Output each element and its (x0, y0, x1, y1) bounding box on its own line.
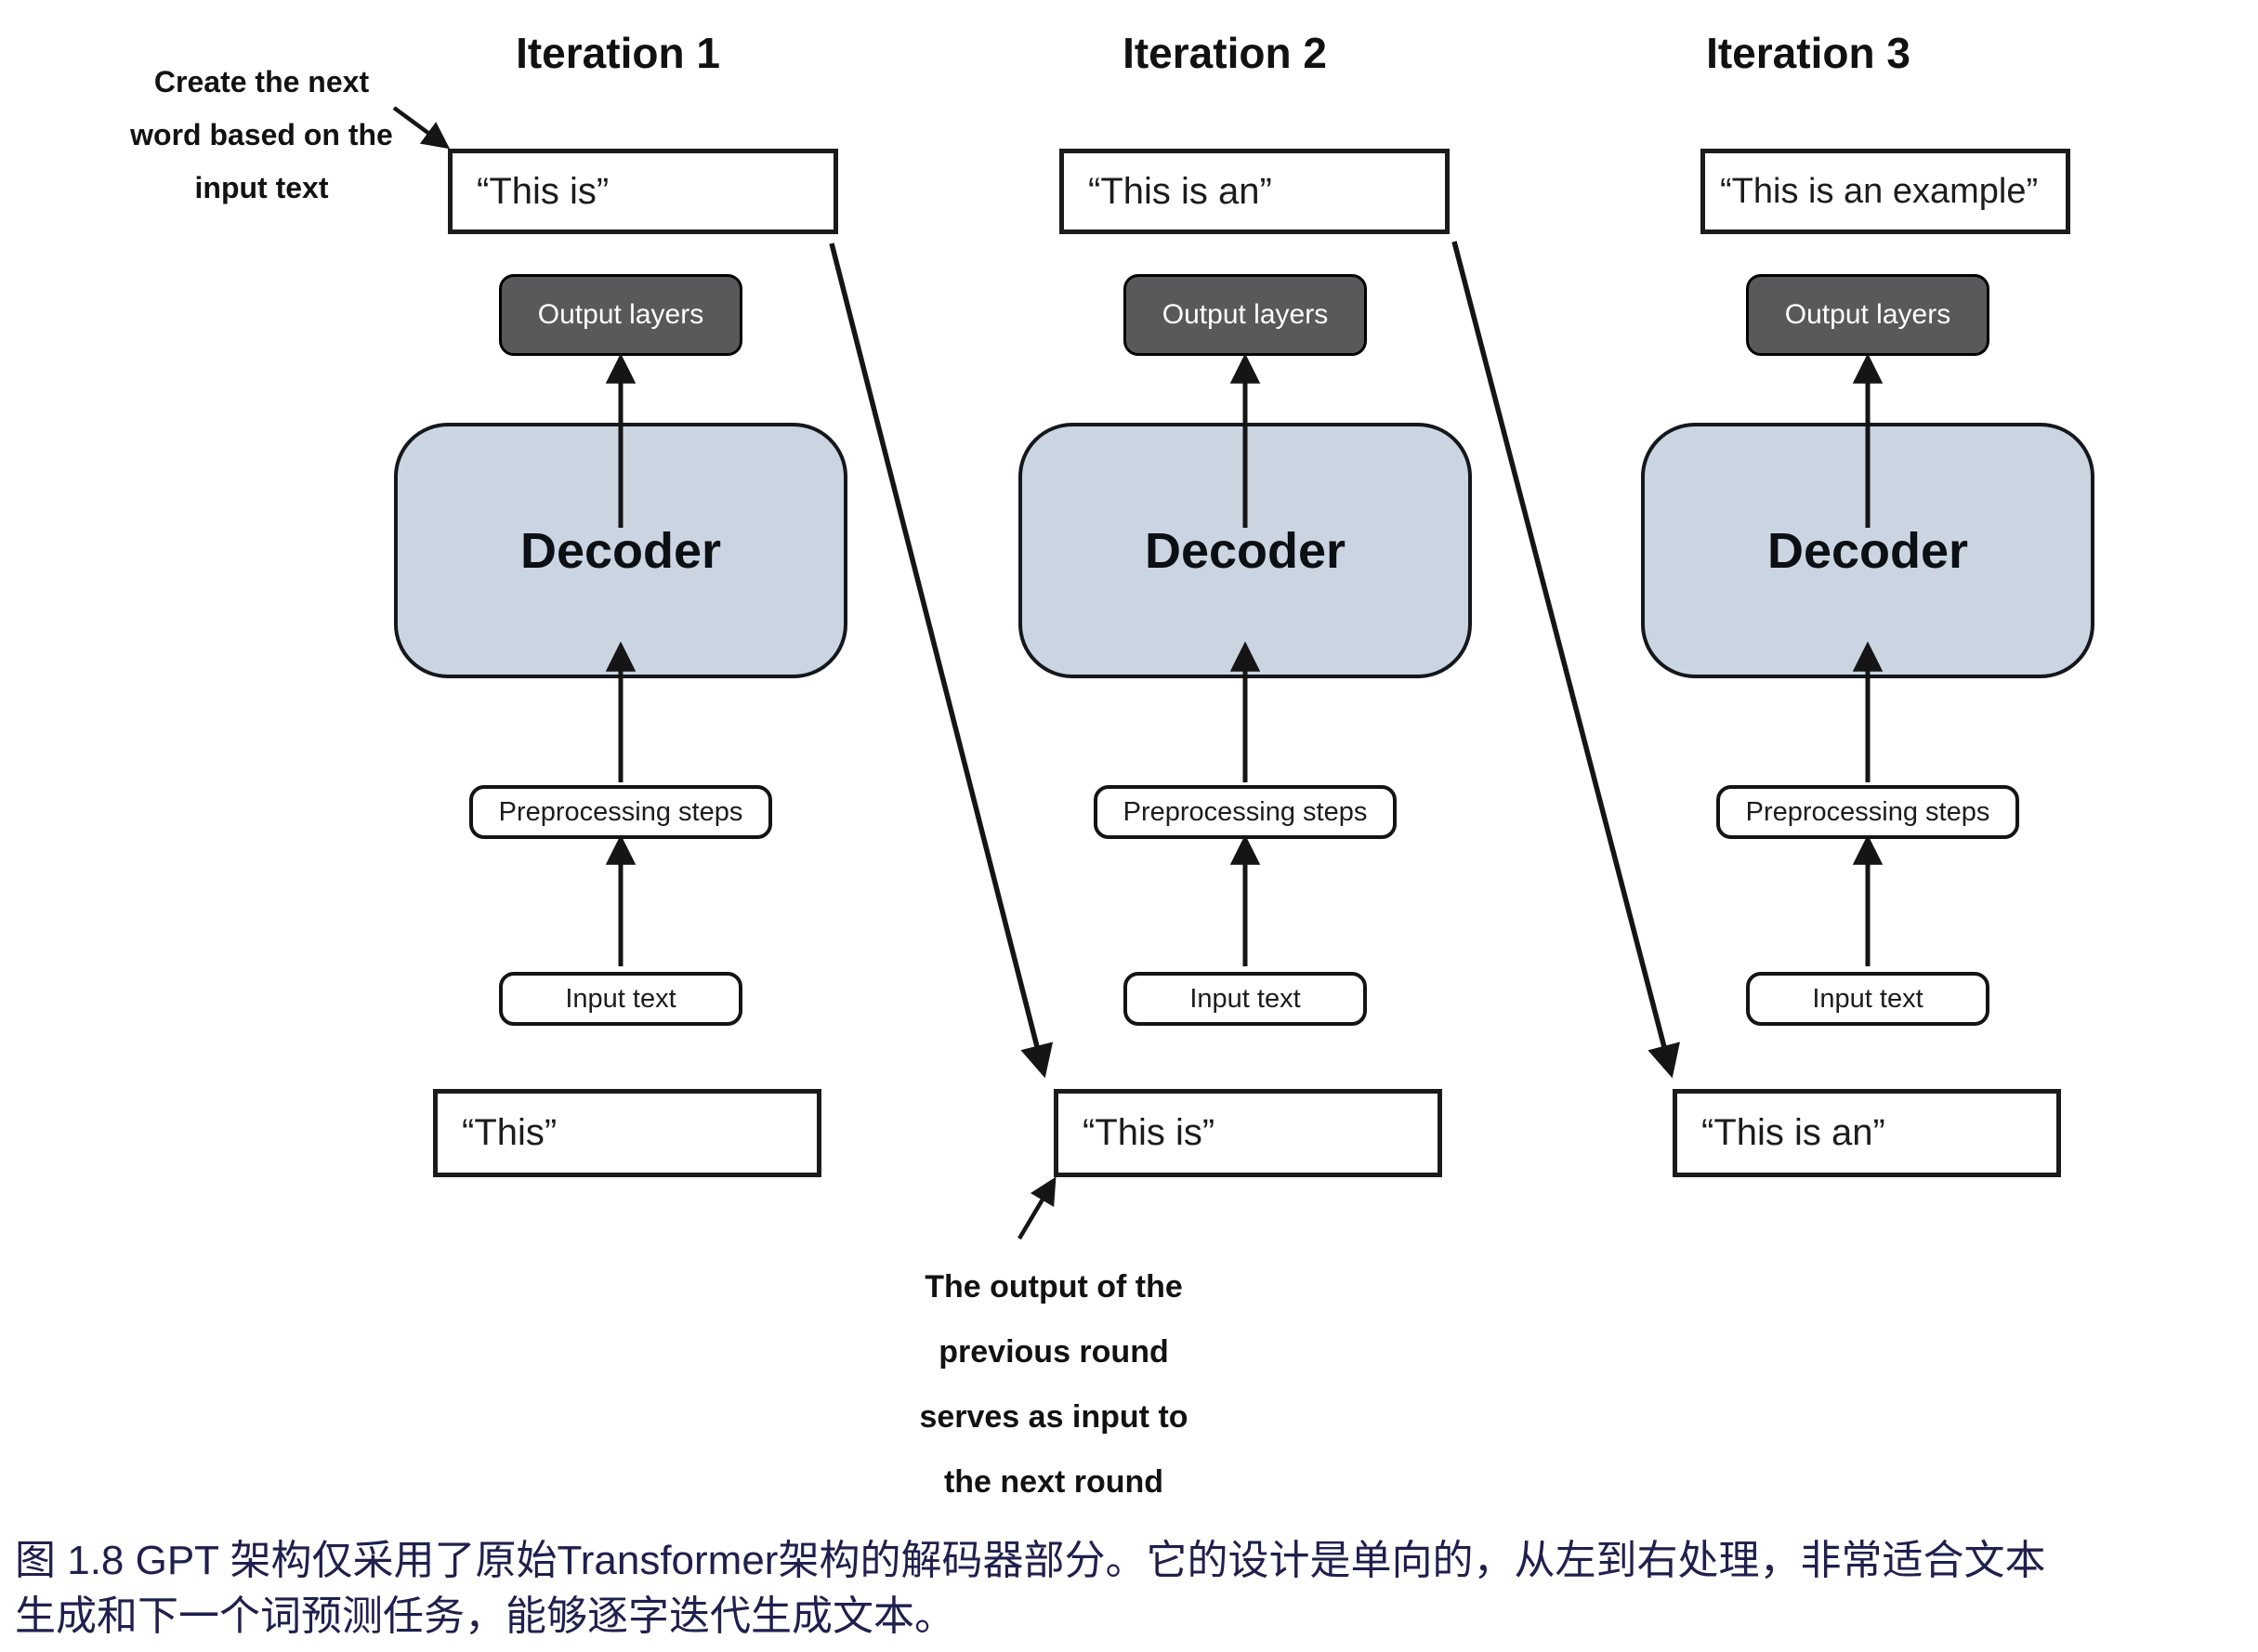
figure-caption: 图 1.8 GPT 架构仅采用了原始Transformer架构的解码器部分。它的… (15, 1533, 2245, 1645)
output-layers-label: Output layers (537, 299, 704, 330)
decoder-label: Decoder (1766, 522, 1969, 579)
annotation-line: The output of the (925, 1269, 1183, 1305)
iteration-1-decoder: Decoder (394, 423, 847, 678)
iteration-2-preprocessing-steps: Preprocessing steps (1094, 785, 1397, 839)
iteration-3-output-text-box: “This is an example” (1700, 149, 2070, 234)
iteration-2-output-layers: Output layers (1123, 274, 1367, 356)
iteration-2-input-text-label: Input text (1123, 972, 1367, 1026)
input-text-label: Input text (1189, 983, 1301, 1014)
output-layers-label: Output layers (1784, 299, 1951, 330)
arrow-iteration1-to-iteration2 (829, 243, 1054, 1079)
iteration-1-title: Iteration 1 (516, 29, 720, 77)
annotation-output-reuse: The output of the previous round serves … (868, 1254, 1240, 1514)
arrow-annotation-output-reuse (1017, 1176, 1057, 1240)
iteration-3-input-text: “This is an” (1701, 1112, 1885, 1153)
input-text-label: Input text (565, 983, 676, 1014)
iteration-3-input-text-box: “This is an” (1673, 1089, 2061, 1177)
iteration-3-output-text: “This is an example” (1720, 171, 2039, 211)
decoder-label: Decoder (1144, 522, 1346, 579)
annotation-line: serves as input to (919, 1399, 1188, 1435)
iteration-1-output-layers: Output layers (499, 274, 742, 356)
iteration-1-output-text: “This is” (477, 170, 610, 212)
iteration-2-input-text-box: “This is” (1054, 1089, 1442, 1177)
iteration-1-output-text-box: “This is” (448, 149, 838, 234)
output-layers-label: Output layers (1162, 299, 1329, 330)
arrow-iteration2-to-iteration3 (1451, 241, 1680, 1079)
iteration-3-preprocessing-steps: Preprocessing steps (1716, 785, 2019, 839)
iteration-2-decoder: Decoder (1018, 423, 1472, 678)
iteration-3-decoder: Decoder (1641, 423, 2094, 678)
iteration-2-title: Iteration 2 (1122, 29, 1327, 77)
figure-caption-line-1: 图 1.8 GPT 架构仅采用了原始Transformer架构的解码器部分。它的… (15, 1538, 2046, 1583)
input-text-label: Input text (1812, 983, 1923, 1014)
iteration-3-input-text-label: Input text (1746, 972, 1989, 1026)
annotation-line: previous round (939, 1334, 1169, 1370)
iteration-1-input-text: “This” (462, 1112, 558, 1153)
preprocessing-label: Preprocessing steps (498, 796, 743, 827)
annotation-line: input text (194, 171, 329, 204)
annotation-create-next-word: Create the next word based on the input … (125, 56, 399, 215)
iteration-1-preprocessing-steps: Preprocessing steps (469, 785, 772, 839)
arrow-annotation-create-next (392, 106, 451, 150)
preprocessing-label: Preprocessing steps (1745, 796, 1990, 827)
preprocessing-label: Preprocessing steps (1122, 796, 1368, 827)
iteration-2-output-text-box: “This is an” (1059, 149, 1450, 234)
iteration-2-output-text: “This is an” (1088, 170, 1272, 212)
figure-caption-line-2: 生成和下一个词预测任务，能够逐字迭代生成文本。 (15, 1593, 955, 1639)
annotation-line: the next round (943, 1464, 1164, 1500)
annotation-line: Create the next (153, 65, 370, 98)
iteration-1-input-text-box: “This” (433, 1089, 821, 1177)
iteration-3-title: Iteration 3 (1706, 29, 1910, 77)
decoder-label: Decoder (519, 522, 722, 579)
iteration-2-input-text: “This is” (1083, 1112, 1215, 1153)
iteration-3-output-layers: Output layers (1746, 274, 1989, 356)
annotation-line: word based on the (130, 118, 393, 151)
iteration-1-input-text-label: Input text (499, 972, 742, 1026)
